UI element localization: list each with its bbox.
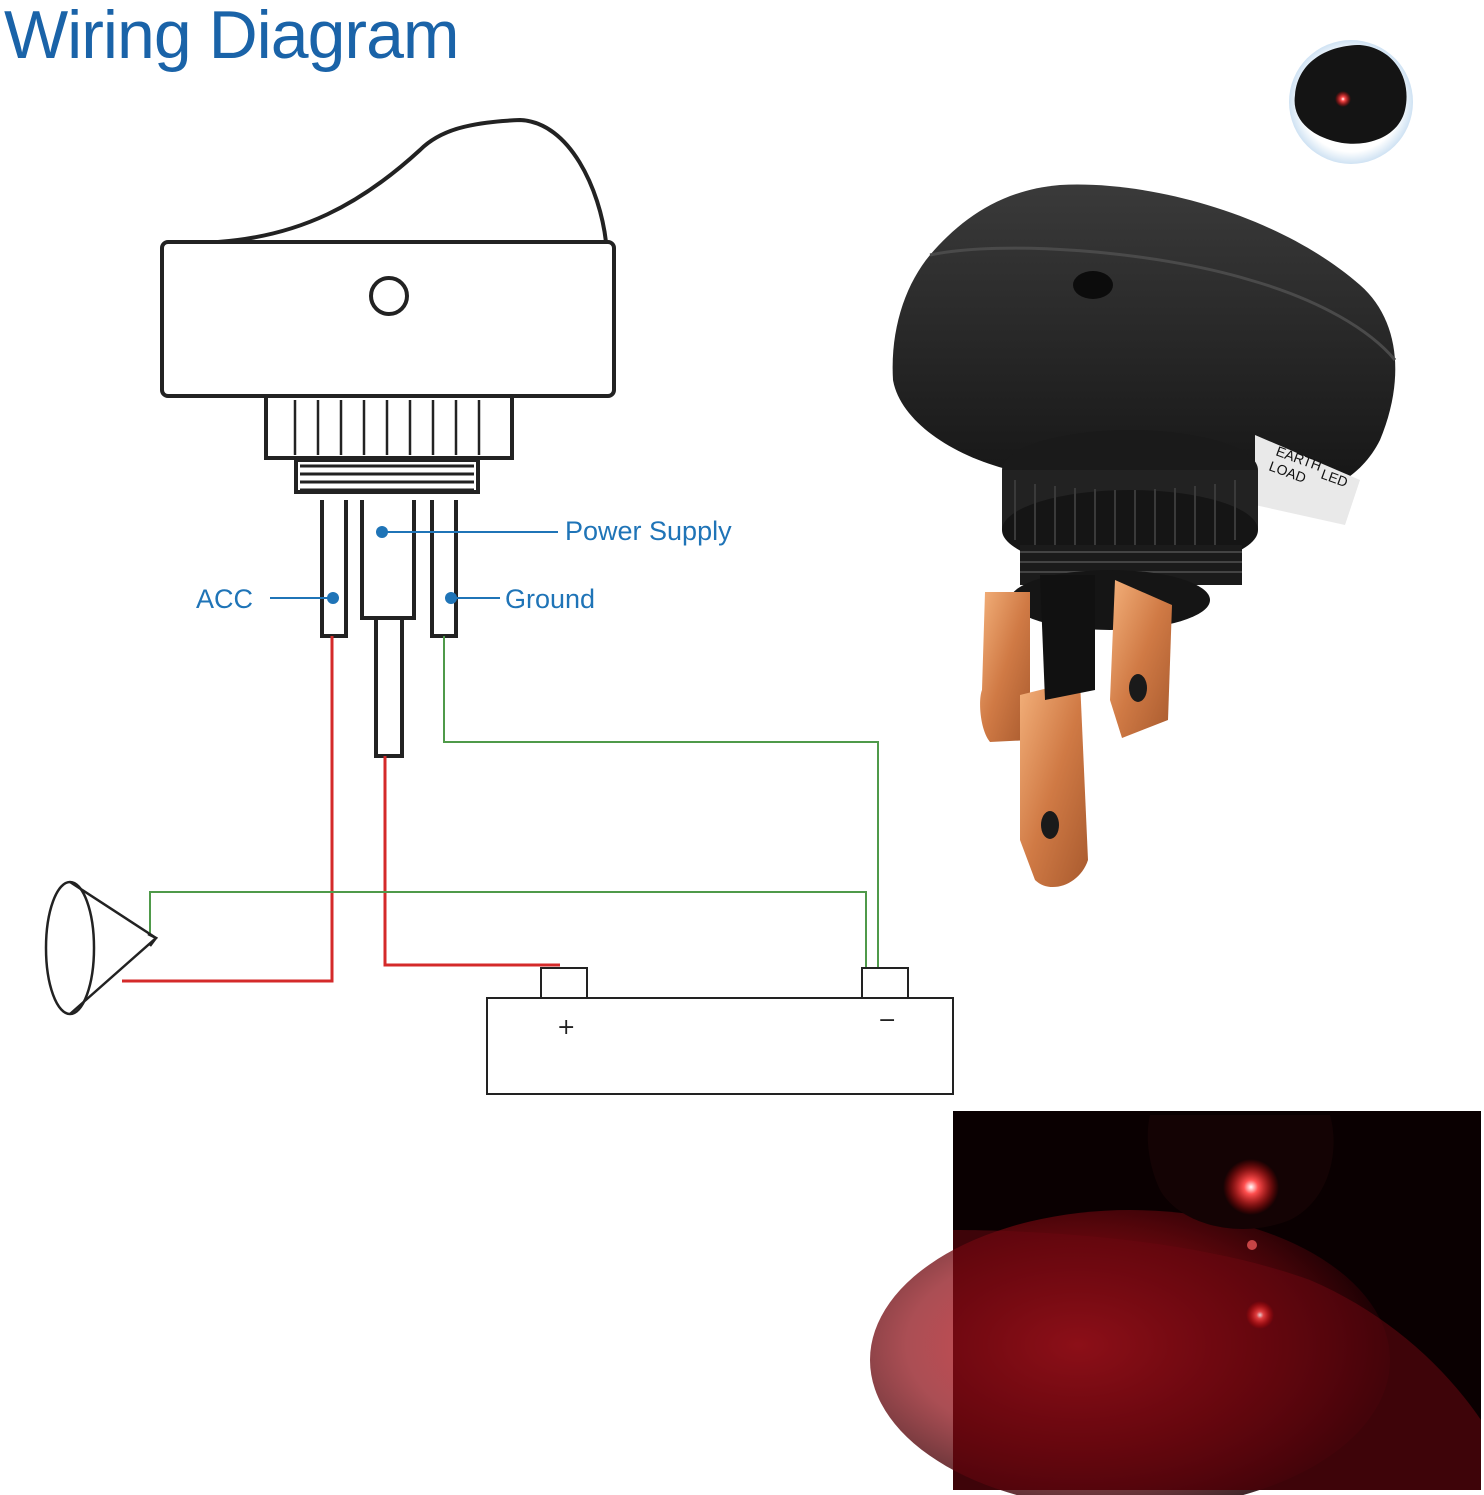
knurl-lines [293, 400, 481, 455]
lamp-ground-wire [149, 891, 867, 968]
product-switch-photo: EARTH LED LOAD [892, 184, 1397, 888]
callout-acc: ACC [196, 584, 339, 614]
terminal-acc [320, 500, 348, 638]
terminal-left-photo [980, 592, 1030, 742]
terminal-ground [430, 500, 458, 638]
power-supply-label: Power Supply [565, 516, 732, 546]
power-wire [383, 756, 560, 967]
switch-body-outline [160, 240, 616, 398]
schematic-switch [160, 117, 616, 758]
lamp-icon [44, 880, 159, 1016]
glowing-led-icon [1223, 1159, 1279, 1215]
thumbnail-led-icon [1335, 91, 1351, 107]
battery-minus-label: − [878, 1008, 896, 1033]
page-title: Wiring Diagram [4, 0, 460, 73]
terminal-power-lower [374, 618, 404, 758]
terminal-power-upper [360, 500, 416, 620]
battery-plus-label: + [557, 1015, 575, 1040]
thumbnail-lit-switch [1289, 40, 1413, 164]
ground-label: Ground [505, 584, 595, 614]
thread-lines [300, 464, 474, 492]
callout-ground: Ground [445, 584, 595, 614]
battery-body [486, 997, 954, 1095]
ground-wire [443, 636, 879, 968]
knurled-collar [264, 394, 514, 460]
battery-minus-terminal [861, 967, 909, 999]
callout-power-supply: Power Supply [376, 516, 732, 546]
led-reflection-icon [1246, 1301, 1274, 1329]
terminal-right-photo [1110, 580, 1172, 738]
battery-plus-terminal [540, 967, 588, 999]
acc-wire [122, 636, 334, 983]
terminal-insulator [1040, 575, 1095, 700]
wires [122, 636, 879, 983]
switch-led-hole-icon [1073, 271, 1113, 299]
switch-label-sticker [1255, 435, 1360, 525]
photo-red-led-glow [870, 1111, 1481, 1495]
threaded-shaft [294, 458, 480, 494]
switch-body [892, 184, 1396, 505]
terminal-center-photo [1020, 680, 1088, 888]
acc-label: ACC [196, 584, 253, 614]
rocker-cap [217, 117, 608, 244]
led-indicator-icon [369, 276, 409, 316]
battery [486, 967, 954, 1095]
